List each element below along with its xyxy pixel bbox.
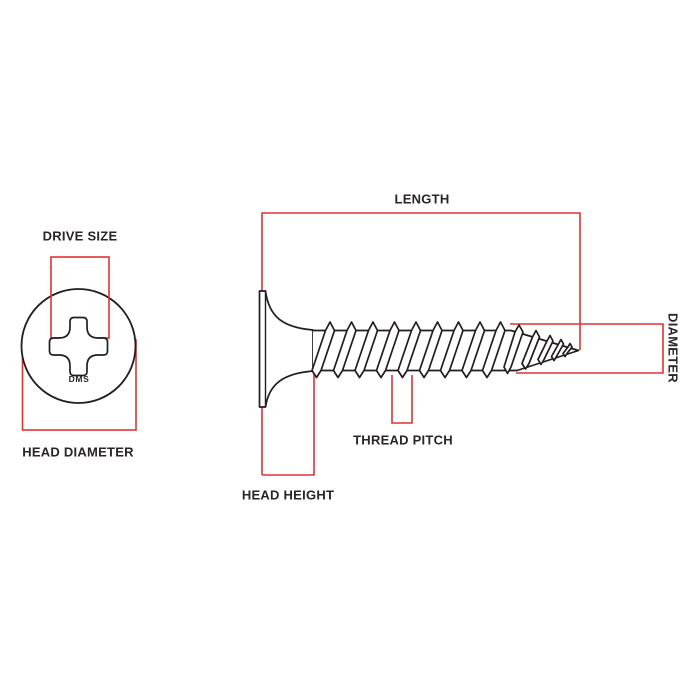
screw-head-profile [258, 290, 314, 408]
screw-side-view [258, 212, 664, 476]
thread-pitch-label: THREAD PITCH [353, 432, 453, 448]
head-height-measure-box [262, 369, 315, 476]
diameter-label: DIAMETER [665, 313, 681, 383]
head-height-label: HEAD HEIGHT [241, 487, 335, 503]
screw-taper-threads [503, 324, 573, 375]
drive-marking-text: DMS [68, 374, 90, 384]
screw-front-view [20, 256, 137, 431]
drive-size-label: DRIVE SIZE [42, 228, 118, 244]
thread-pitch-measure-box [391, 375, 413, 424]
diameter-measure-box [510, 323, 664, 374]
phillips-cross-recess [48, 316, 109, 377]
screw-threads [311, 321, 506, 379]
length-label: LENGTH [394, 191, 450, 207]
head-diameter-label: HEAD DIAMETER [22, 444, 134, 460]
